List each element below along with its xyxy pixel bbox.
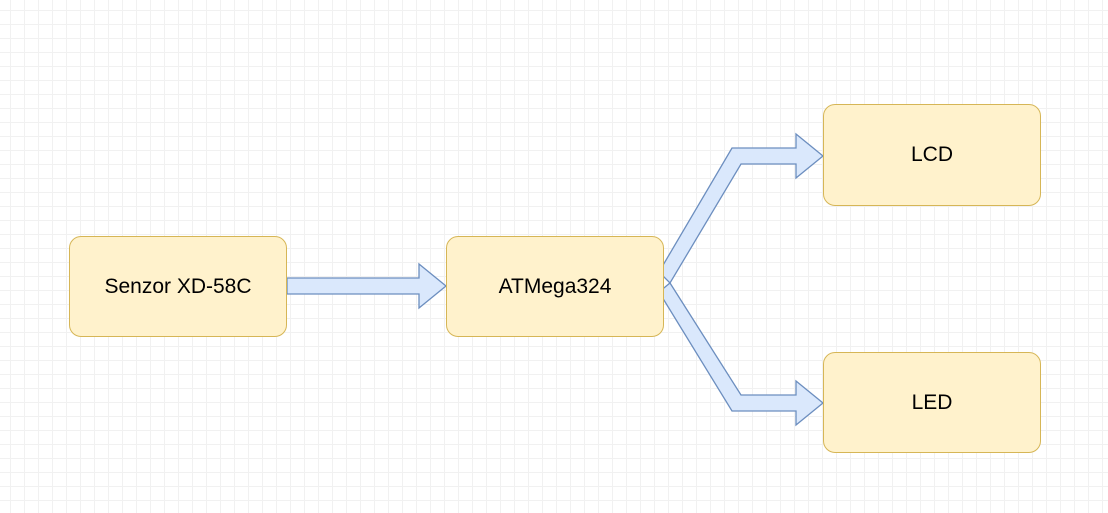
node-led-label: LED: [911, 390, 953, 414]
node-lcd[interactable]: LCD: [823, 104, 1041, 206]
arrow-sensor-to-mcu[interactable]: [286, 262, 448, 310]
node-sensor-label: Senzor XD-58C: [104, 274, 252, 298]
node-atmega[interactable]: ATMega324: [446, 236, 664, 337]
arrow-mcu-to-led[interactable]: [658, 282, 825, 427]
node-sensor[interactable]: Senzor XD-58C: [69, 236, 287, 337]
node-led[interactable]: LED: [823, 352, 1041, 453]
arrow-mcu-to-lcd[interactable]: [658, 132, 825, 285]
node-lcd-label: LCD: [910, 143, 953, 166]
node-atmega-label: ATMega324: [498, 274, 612, 298]
